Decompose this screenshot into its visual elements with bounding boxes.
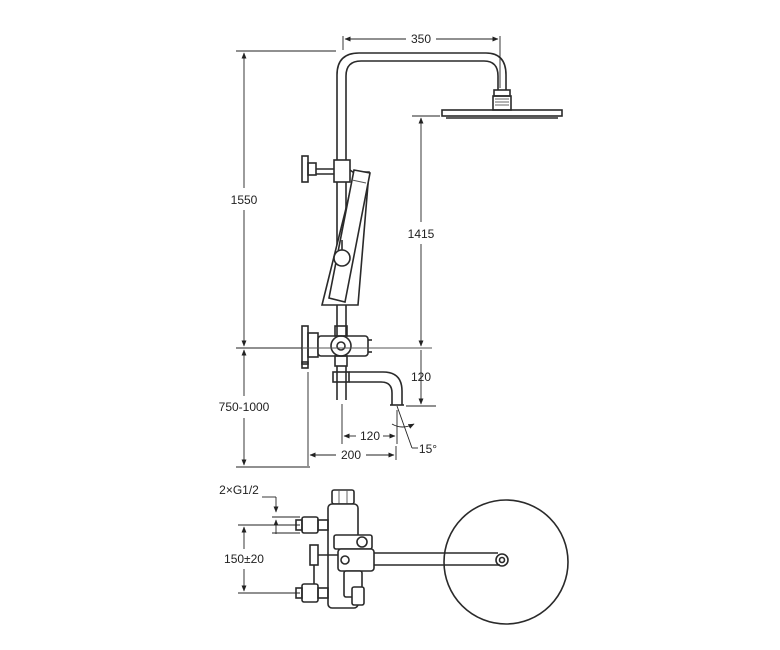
dimension-lines: 350 1550 1415 750-1000 120 120 15° [219, 32, 501, 468]
bath-spout [301, 361, 404, 406]
upper-wall-bracket [301, 155, 351, 183]
front-view [301, 52, 563, 406]
mixer-body-plan [327, 489, 375, 609]
dim-200-label: 200 [341, 448, 361, 462]
plan-view: 2×G1/2 150±20 [219, 483, 569, 625]
dim-750-1000-label: 750-1000 [219, 400, 270, 414]
riser-pipe [336, 52, 507, 338]
dim-120-horizontal-label: 120 [360, 429, 380, 443]
dim-120-vertical-label: 120 [411, 370, 431, 384]
dim-15deg-label: 15° [419, 442, 437, 456]
inlet-thread-label: 2×G1/2 [219, 483, 259, 497]
dim-1415-label: 1415 [408, 227, 435, 241]
dim-350-label: 350 [411, 32, 431, 46]
hand-shower [320, 169, 371, 306]
shower-head-plan [443, 499, 569, 625]
overhead-shower-head [441, 89, 563, 119]
inlet-spacing-label: 150±20 [224, 552, 264, 566]
dim-1550-label: 1550 [231, 193, 258, 207]
thermostatic-mixer [301, 325, 372, 367]
